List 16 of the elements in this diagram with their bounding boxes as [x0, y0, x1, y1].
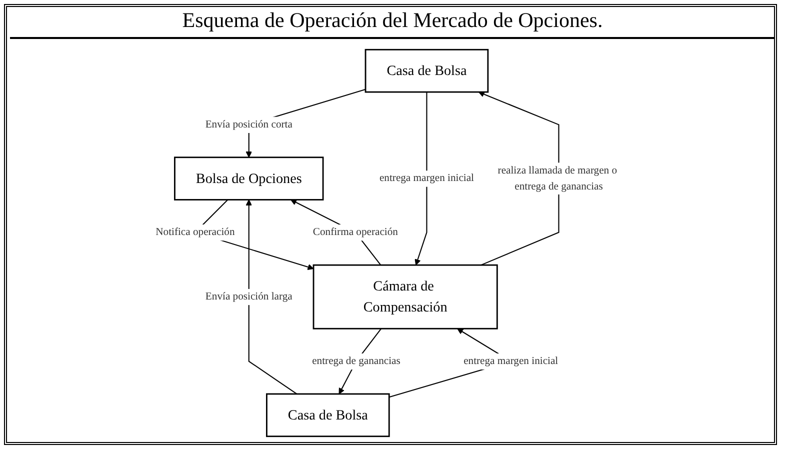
edge-label: Envía posición larga [205, 291, 292, 302]
arrow [478, 91, 560, 266]
edge-label: Confirma operación [312, 226, 398, 238]
edge-label: entrega de ganancias [312, 355, 400, 367]
node-box: Cámara de Compensación [312, 264, 498, 330]
arrow [414, 92, 428, 266]
arrow [246, 199, 298, 394]
edge-label: Envía posición corta [205, 118, 292, 130]
edge-label: entrega margen inicial [464, 355, 558, 367]
node-box: Casa de Bolsa [266, 393, 390, 438]
edge-label: realiza llamada de margen o entrega de ganancias [498, 164, 618, 192]
edge-label: entrega margen inicial [379, 172, 474, 184]
node-box: Bolsa de Opciones [174, 156, 324, 200]
node-box: Casa de Bolsa [364, 48, 489, 93]
edge-label: Notifica operación [156, 226, 235, 238]
diagram-title: Esquema de Operación del Mercado de Opciones. [10, 8, 775, 39]
